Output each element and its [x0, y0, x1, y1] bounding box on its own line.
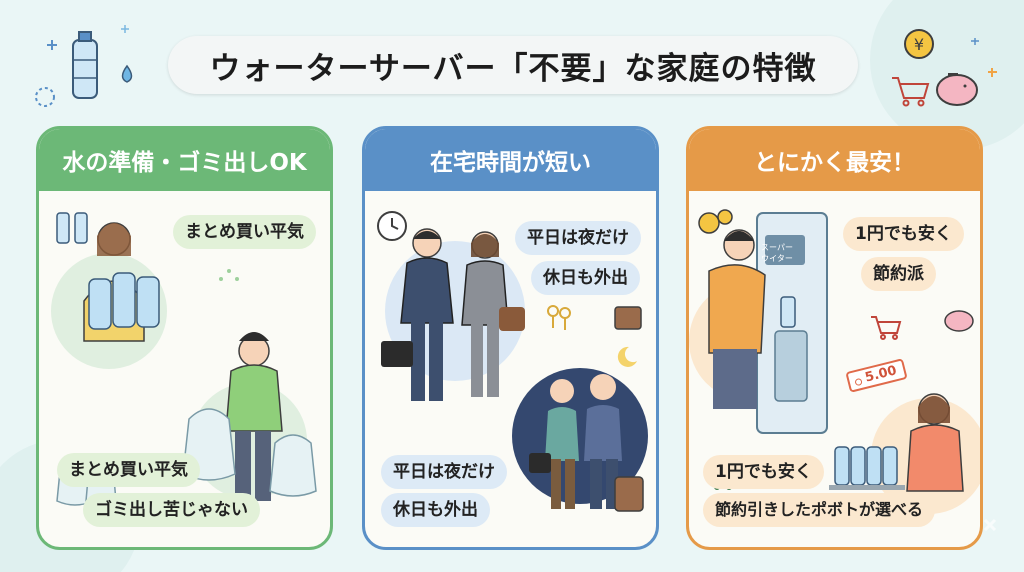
- water-bottle-icon: [72, 31, 98, 99]
- briefcase: [381, 341, 413, 367]
- tag-every-yen-bottom: 1円でも安く: [703, 455, 824, 489]
- panel-heading: 在宅時間が短い: [365, 129, 656, 191]
- shopping-cart-icon: [871, 316, 902, 340]
- illustration-commuters: [377, 211, 648, 512]
- clock-icon: [377, 211, 407, 241]
- panel-water-prep: 水の準備・ゴミ出しOK まとめ買い平気 まとめ買い平気 ゴミ出し苦じゃない: [36, 126, 333, 550]
- tag-weeknight-only-bottom: 平日は夜だけ: [381, 455, 507, 489]
- panel-heading: 水の準備・ゴミ出しOK: [39, 129, 330, 191]
- svg-text:¥: ¥: [914, 35, 924, 54]
- tag-discount-bottles: 節約引きしたポボトが選べる: [703, 493, 936, 527]
- water-bottle-icon: [56, 212, 88, 244]
- water-bottles: [834, 446, 898, 486]
- tag-weekend-out: 休日も外出: [531, 261, 640, 295]
- yen-coin-icon: ¥: [904, 29, 934, 59]
- suitcase-icon: [614, 306, 642, 330]
- panel-cheapest: とにかく最安！: [686, 126, 983, 550]
- panel-heading: とにかく最安！: [689, 129, 980, 191]
- tag-bulk-buy: まとめ買い平気: [173, 215, 316, 249]
- moon-icon: [617, 346, 637, 367]
- panel-short-home-time: 在宅時間が短い: [362, 126, 659, 550]
- page-title: ウォーターサーバー「不要」な家庭の特徴: [168, 36, 858, 94]
- tag-bulk-buy-bottom: まとめ買い平気: [57, 453, 200, 487]
- tag-weekend-out-bottom: 休日も外出: [381, 493, 490, 527]
- shopping-cart-icon: [892, 77, 930, 107]
- water-bottles: [88, 272, 160, 330]
- server-sign: スーパーウイター: [761, 243, 793, 263]
- tag-thrifty: 節約派: [861, 257, 936, 291]
- piggy-bank-icon: [944, 310, 974, 332]
- handbag: [499, 307, 525, 331]
- yen-coin-icon: [698, 209, 733, 234]
- tag-trash-ok: ゴミ出し苦じゃない: [83, 493, 260, 527]
- tag-every-yen: 1円でも安く: [843, 217, 964, 251]
- keys-icon: [547, 305, 571, 330]
- piggy-bank-icon: [936, 73, 978, 106]
- water-drop-icon: [121, 64, 133, 83]
- illustration-budget-shopping: [689, 209, 980, 514]
- tag-weeknight-only: 平日は夜だけ: [515, 221, 641, 255]
